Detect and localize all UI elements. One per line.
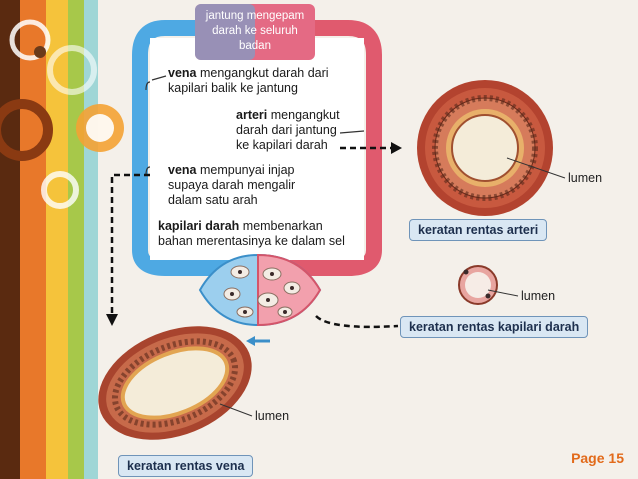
vena-label-1-line-2: kapilari balik ke jantung — [168, 81, 298, 95]
vein-cross-section — [98, 326, 253, 440]
vena-label-1-term: vena — [168, 66, 197, 80]
arteri-label-line-2: darah dari jantung — [236, 123, 337, 137]
kapilari-label-line-2: bahan merentasinya ke dalam sel — [158, 234, 345, 248]
arteri-label-line-3: ke kapilari darah — [236, 138, 328, 152]
vena-label-2-term: vena — [168, 163, 197, 177]
vena-label-2-line-3: dalam satu arah — [168, 193, 258, 207]
circulation-loop — [132, 20, 382, 276]
kapilari-label-line-1: membenarkan — [242, 219, 323, 233]
heart-label-line-2: darah ke seluruh — [212, 25, 298, 37]
label-brackets — [145, 75, 365, 176]
heart-label-line-3: badan — [239, 40, 271, 52]
arteri-label-line-1: mengangkut — [270, 108, 340, 122]
caption-artery: keratan rentas arteri — [409, 219, 548, 241]
vena-label-2-line-2: supaya darah mengalir — [168, 178, 296, 192]
vena-label-1-line-1: mengangkut darah dari — [199, 66, 329, 80]
flow-arrow — [246, 336, 270, 346]
kapilari-label-term: kapilari darah — [158, 219, 240, 233]
vena-label-2: vena mempunyai injap supaya darah mengal… — [168, 163, 295, 208]
artery-cross-section — [417, 80, 566, 216]
stripe-orange — [20, 0, 46, 479]
capillary-lumen-label: lumen — [521, 289, 556, 303]
stripe-dark-brown — [0, 0, 20, 479]
artery-lumen-label: lumen — [568, 171, 603, 185]
stripe-yellow — [46, 0, 68, 479]
vena-label-2-line-1: mempunyai injap — [199, 163, 295, 177]
vein-lumen-label: lumen — [255, 409, 290, 423]
page-number: Page 15 — [571, 450, 624, 466]
caption-vein: keratan rentas vena — [118, 455, 254, 477]
capillary-cross-section — [458, 265, 519, 305]
arteri-label-term: arteri — [236, 108, 268, 122]
kapilari-label: kapilari darah membenarkan bahan merenta… — [158, 219, 345, 249]
heart-label-line-1: jantung mengepam — [205, 10, 305, 22]
arteri-label: arteri mengangkut darah dari jantung ke … — [236, 108, 340, 153]
caption-capillary: keratan rentas kapilari darah — [400, 316, 589, 338]
vena-label-1: vena mengangkut darah dari kapilari bali… — [168, 66, 329, 96]
capillary-bed — [198, 253, 322, 327]
heart-label: jantung mengepam darah ke seluruh badan — [195, 9, 315, 54]
dashed-connectors — [110, 146, 399, 329]
decorative-circles — [0, 19, 124, 209]
